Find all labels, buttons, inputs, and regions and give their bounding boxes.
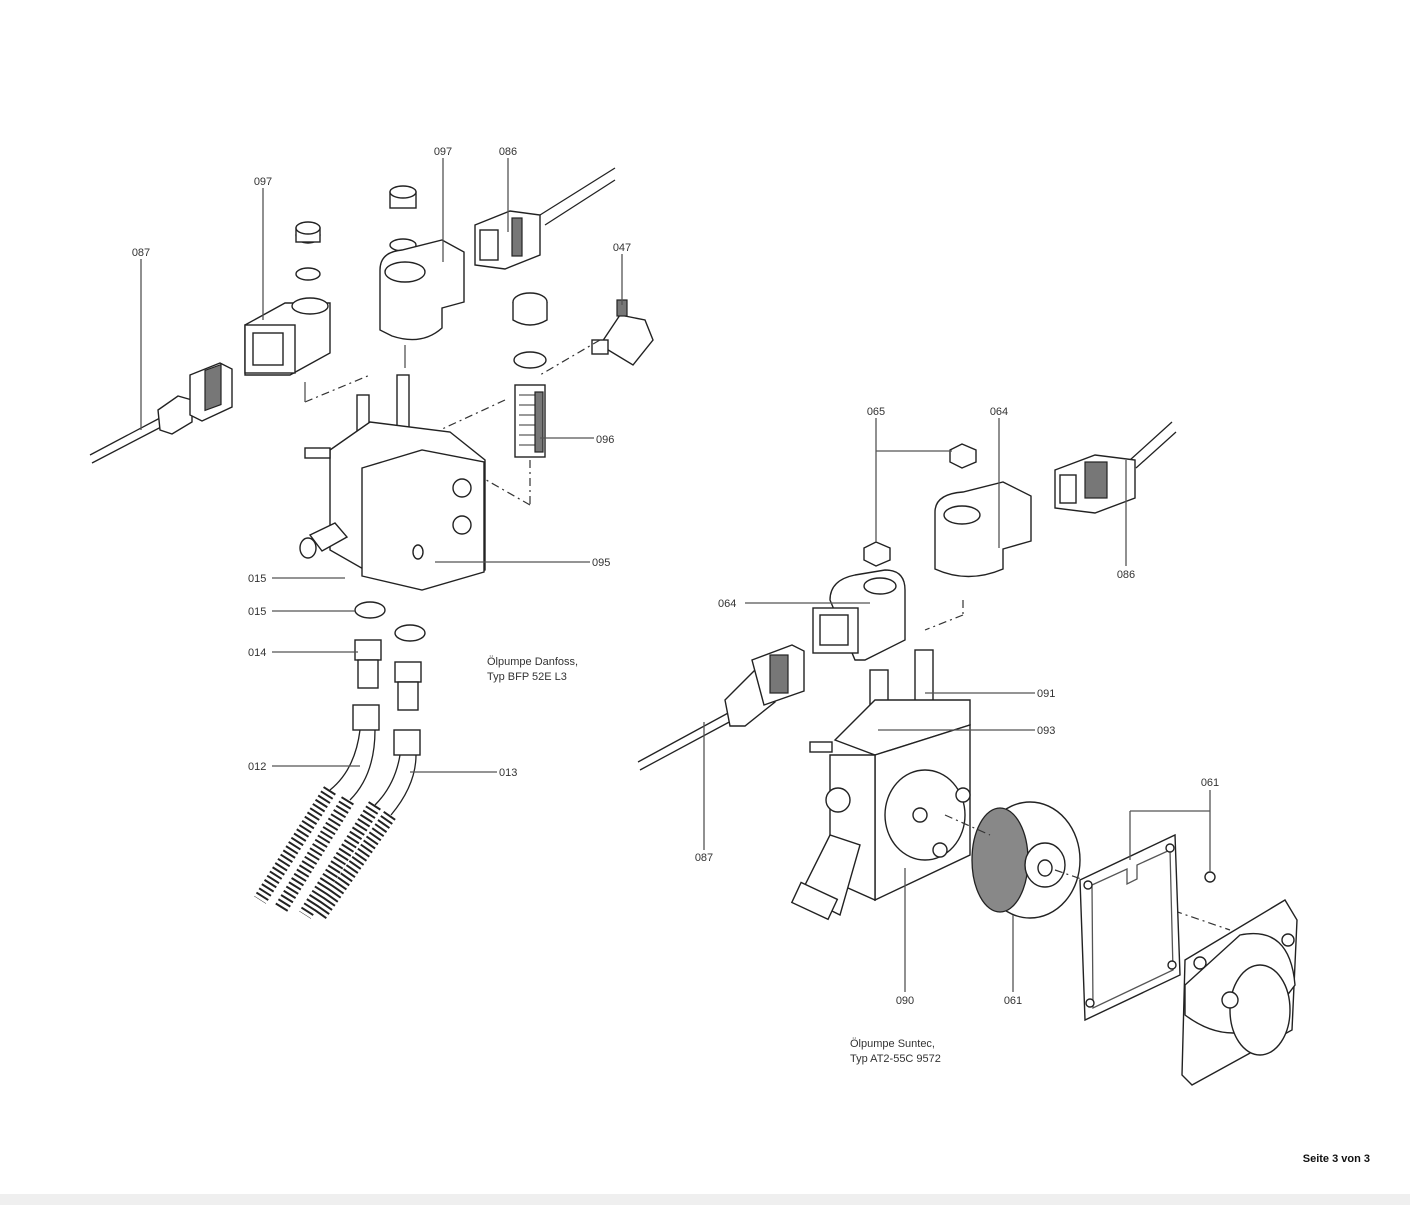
part-label-086: 086 <box>499 146 517 158</box>
part-label-047: 047 <box>613 242 631 254</box>
gasket-061 <box>1079 833 1181 1022</box>
suntec-pump-assembly: 065 064 064 086 087 091 093 061 090 061 … <box>637 406 1298 1086</box>
part-label-064: 064 <box>990 406 1008 418</box>
part-label-065: 065 <box>867 406 885 418</box>
part-label-064: 064 <box>718 598 736 610</box>
page-number: Seite 3 von 3 <box>1302 1153 1370 1165</box>
coupling-061 <box>944 801 1231 931</box>
hoses-and-fittings <box>254 601 426 920</box>
part-label-015: 015 <box>248 573 266 585</box>
part-label-086: 086 <box>1117 569 1135 581</box>
coil-064-left <box>812 541 906 661</box>
coil-097-middle <box>379 185 465 368</box>
part-label-093: 093 <box>1037 725 1055 737</box>
part-label-012: 012 <box>248 761 266 773</box>
part-label-061: 061 <box>1201 777 1219 789</box>
bottom-bar <box>0 1194 1410 1205</box>
caption-suntec-line1: Ölpumpe Suntec, <box>850 1038 935 1050</box>
part-label-096: 096 <box>596 434 614 446</box>
part-label-087: 087 <box>695 852 713 864</box>
coil-097-left <box>244 221 331 376</box>
part-label-061: 061 <box>1004 995 1022 1007</box>
part-label-097: 097 <box>434 146 452 158</box>
part-label-090: 090 <box>896 995 914 1007</box>
part-label-014: 014 <box>248 647 266 659</box>
pump-body-095 <box>299 374 486 591</box>
part-label-087: 087 <box>132 247 150 259</box>
caption-danfoss-line2: Typ BFP 52E L3 <box>487 671 567 683</box>
plug-086 <box>474 167 616 270</box>
caption-suntec-line2: Typ AT2-55C 9572 <box>850 1053 941 1065</box>
pump-body-090 <box>790 649 971 921</box>
part-label-097: 097 <box>254 176 272 188</box>
caption-danfoss-line1: Ölpumpe Danfoss, <box>487 656 578 668</box>
danfoss-pump-assembly: 097 097 086 087 047 096 095 015 015 014 … <box>89 146 654 920</box>
fitting-047 <box>591 299 654 366</box>
cable-087-right <box>637 644 805 771</box>
part-label-095: 095 <box>592 557 610 569</box>
part-label-091: 091 <box>1037 688 1055 700</box>
cable-087 <box>89 362 233 464</box>
filter-096 <box>439 292 601 506</box>
part-label-013: 013 <box>499 767 517 779</box>
part-label-015: 015 <box>248 606 266 618</box>
coil-064-top <box>924 443 1032 631</box>
mounting-flange <box>1181 871 1298 1086</box>
plug-086-right <box>1054 421 1177 514</box>
